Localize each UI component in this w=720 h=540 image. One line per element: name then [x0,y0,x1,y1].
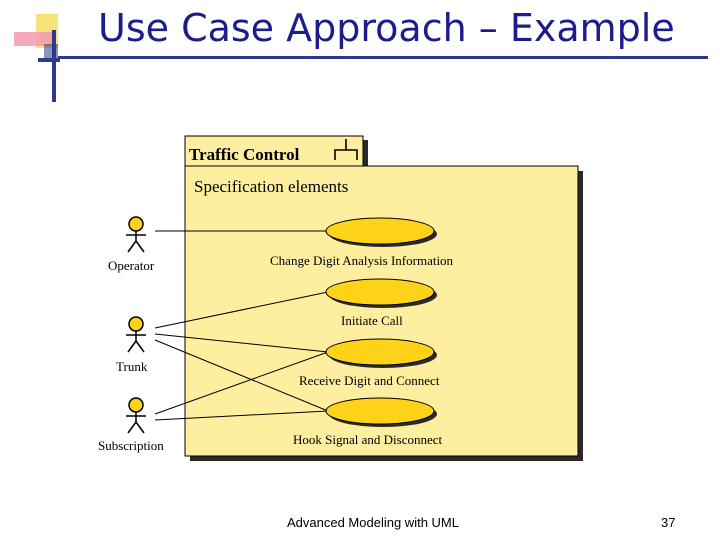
use-case-hook-signal-and-disconnect [325,397,437,427]
actor-trunk-icon [126,316,146,353]
use-case-label-change-digit-analysis: Change Digit Analysis Information [270,253,454,268]
section-label: Specification elements [194,177,349,196]
slide-footer: Advanced Modeling with UML [287,515,459,530]
actor-label-operator: Operator [108,258,155,273]
package-icon [334,139,358,160]
slide-title: Use Case Approach – Example [98,6,675,50]
use-case-initiate-call [325,278,437,308]
associations [154,230,329,421]
association-trunk-receive-digit [154,333,329,353]
association-trunk-hook-signal [154,339,329,412]
association-subscription-receive-digit [154,351,329,415]
use-case-receive-digit-and-connect [325,338,437,368]
actor-label-trunk: Trunk [116,359,148,374]
actor-operator-icon [126,216,146,253]
actor-label-subscription: Subscription [98,438,164,453]
title-underline [58,56,708,59]
slide-logo [14,14,60,102]
use-case-label-hook-signal-and-disconnect: Hook Signal and Disconnect [293,432,443,447]
association-subscription-hook-signal [154,410,329,421]
package-name: Traffic Control [189,145,300,164]
page-number: 37 [661,515,676,530]
use-case-label-receive-digit-and-connect: Receive Digit and Connect [299,373,440,388]
use-case-label-initiate-call: Initiate Call [341,313,403,328]
association-trunk-initiate-call [154,291,329,329]
use-case-change-digit-analysis [325,217,437,247]
actor-subscription-icon [126,397,146,434]
package-tab [184,135,364,167]
